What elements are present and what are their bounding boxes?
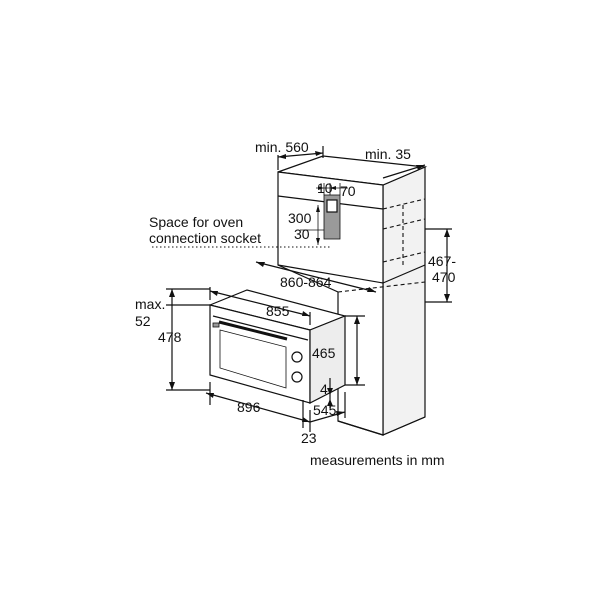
oven-badge (212, 322, 220, 328)
recess-dash-2 (382, 218, 426, 230)
cabinet-shelf-side (382, 264, 426, 284)
cabinet-bottom-side (382, 416, 426, 436)
label-10: 10 (317, 180, 333, 196)
label-860-864: 860-864 (280, 274, 332, 290)
label-896: 896 (237, 399, 261, 415)
oven-control-strip (212, 315, 309, 341)
oven-knob-bottom (291, 371, 303, 383)
label-465: 465 (312, 345, 336, 361)
label-units-note: measurements in mm (310, 452, 445, 468)
recess-dash-4 (337, 281, 426, 293)
label-467: 467- (428, 253, 456, 269)
recess-dash-3 (382, 251, 426, 263)
socket-outlet (326, 199, 338, 213)
label-478: 478 (158, 329, 182, 345)
label-min-560: min. 560 (255, 139, 309, 155)
label-23: 23 (301, 430, 317, 446)
label-socket-line2: connection socket (149, 230, 261, 246)
label-470: 470 (432, 269, 456, 285)
cabinet-right-side (382, 166, 426, 436)
label-30: 30 (294, 226, 310, 242)
label-300: 300 (288, 210, 312, 226)
label-max: max. (135, 296, 165, 312)
label-52: 52 (135, 313, 151, 329)
dim-896-line (205, 392, 311, 423)
cabinet-bottom-front (337, 420, 384, 436)
oven (208, 289, 347, 404)
recess-dash-1 (382, 198, 426, 210)
label-4: 4 (320, 381, 328, 397)
dimension-labels: min. 560 min. 35 10 70 300 30 Space for … (135, 139, 456, 468)
dimension-lines (166, 146, 452, 432)
dim-855-line (209, 290, 311, 317)
oven-handle (218, 320, 288, 341)
label-socket-line1: Space for oven (149, 214, 243, 230)
oven-window (219, 329, 287, 389)
cabinet-shelf-front (277, 264, 384, 284)
label-70: 70 (340, 183, 356, 199)
connection-socket (152, 194, 341, 248)
dim-860-line (255, 261, 377, 293)
label-855: 855 (266, 303, 290, 319)
label-min-35: min. 35 (365, 146, 411, 162)
label-545: 545 (313, 402, 337, 418)
oven-knob-top (291, 351, 303, 363)
